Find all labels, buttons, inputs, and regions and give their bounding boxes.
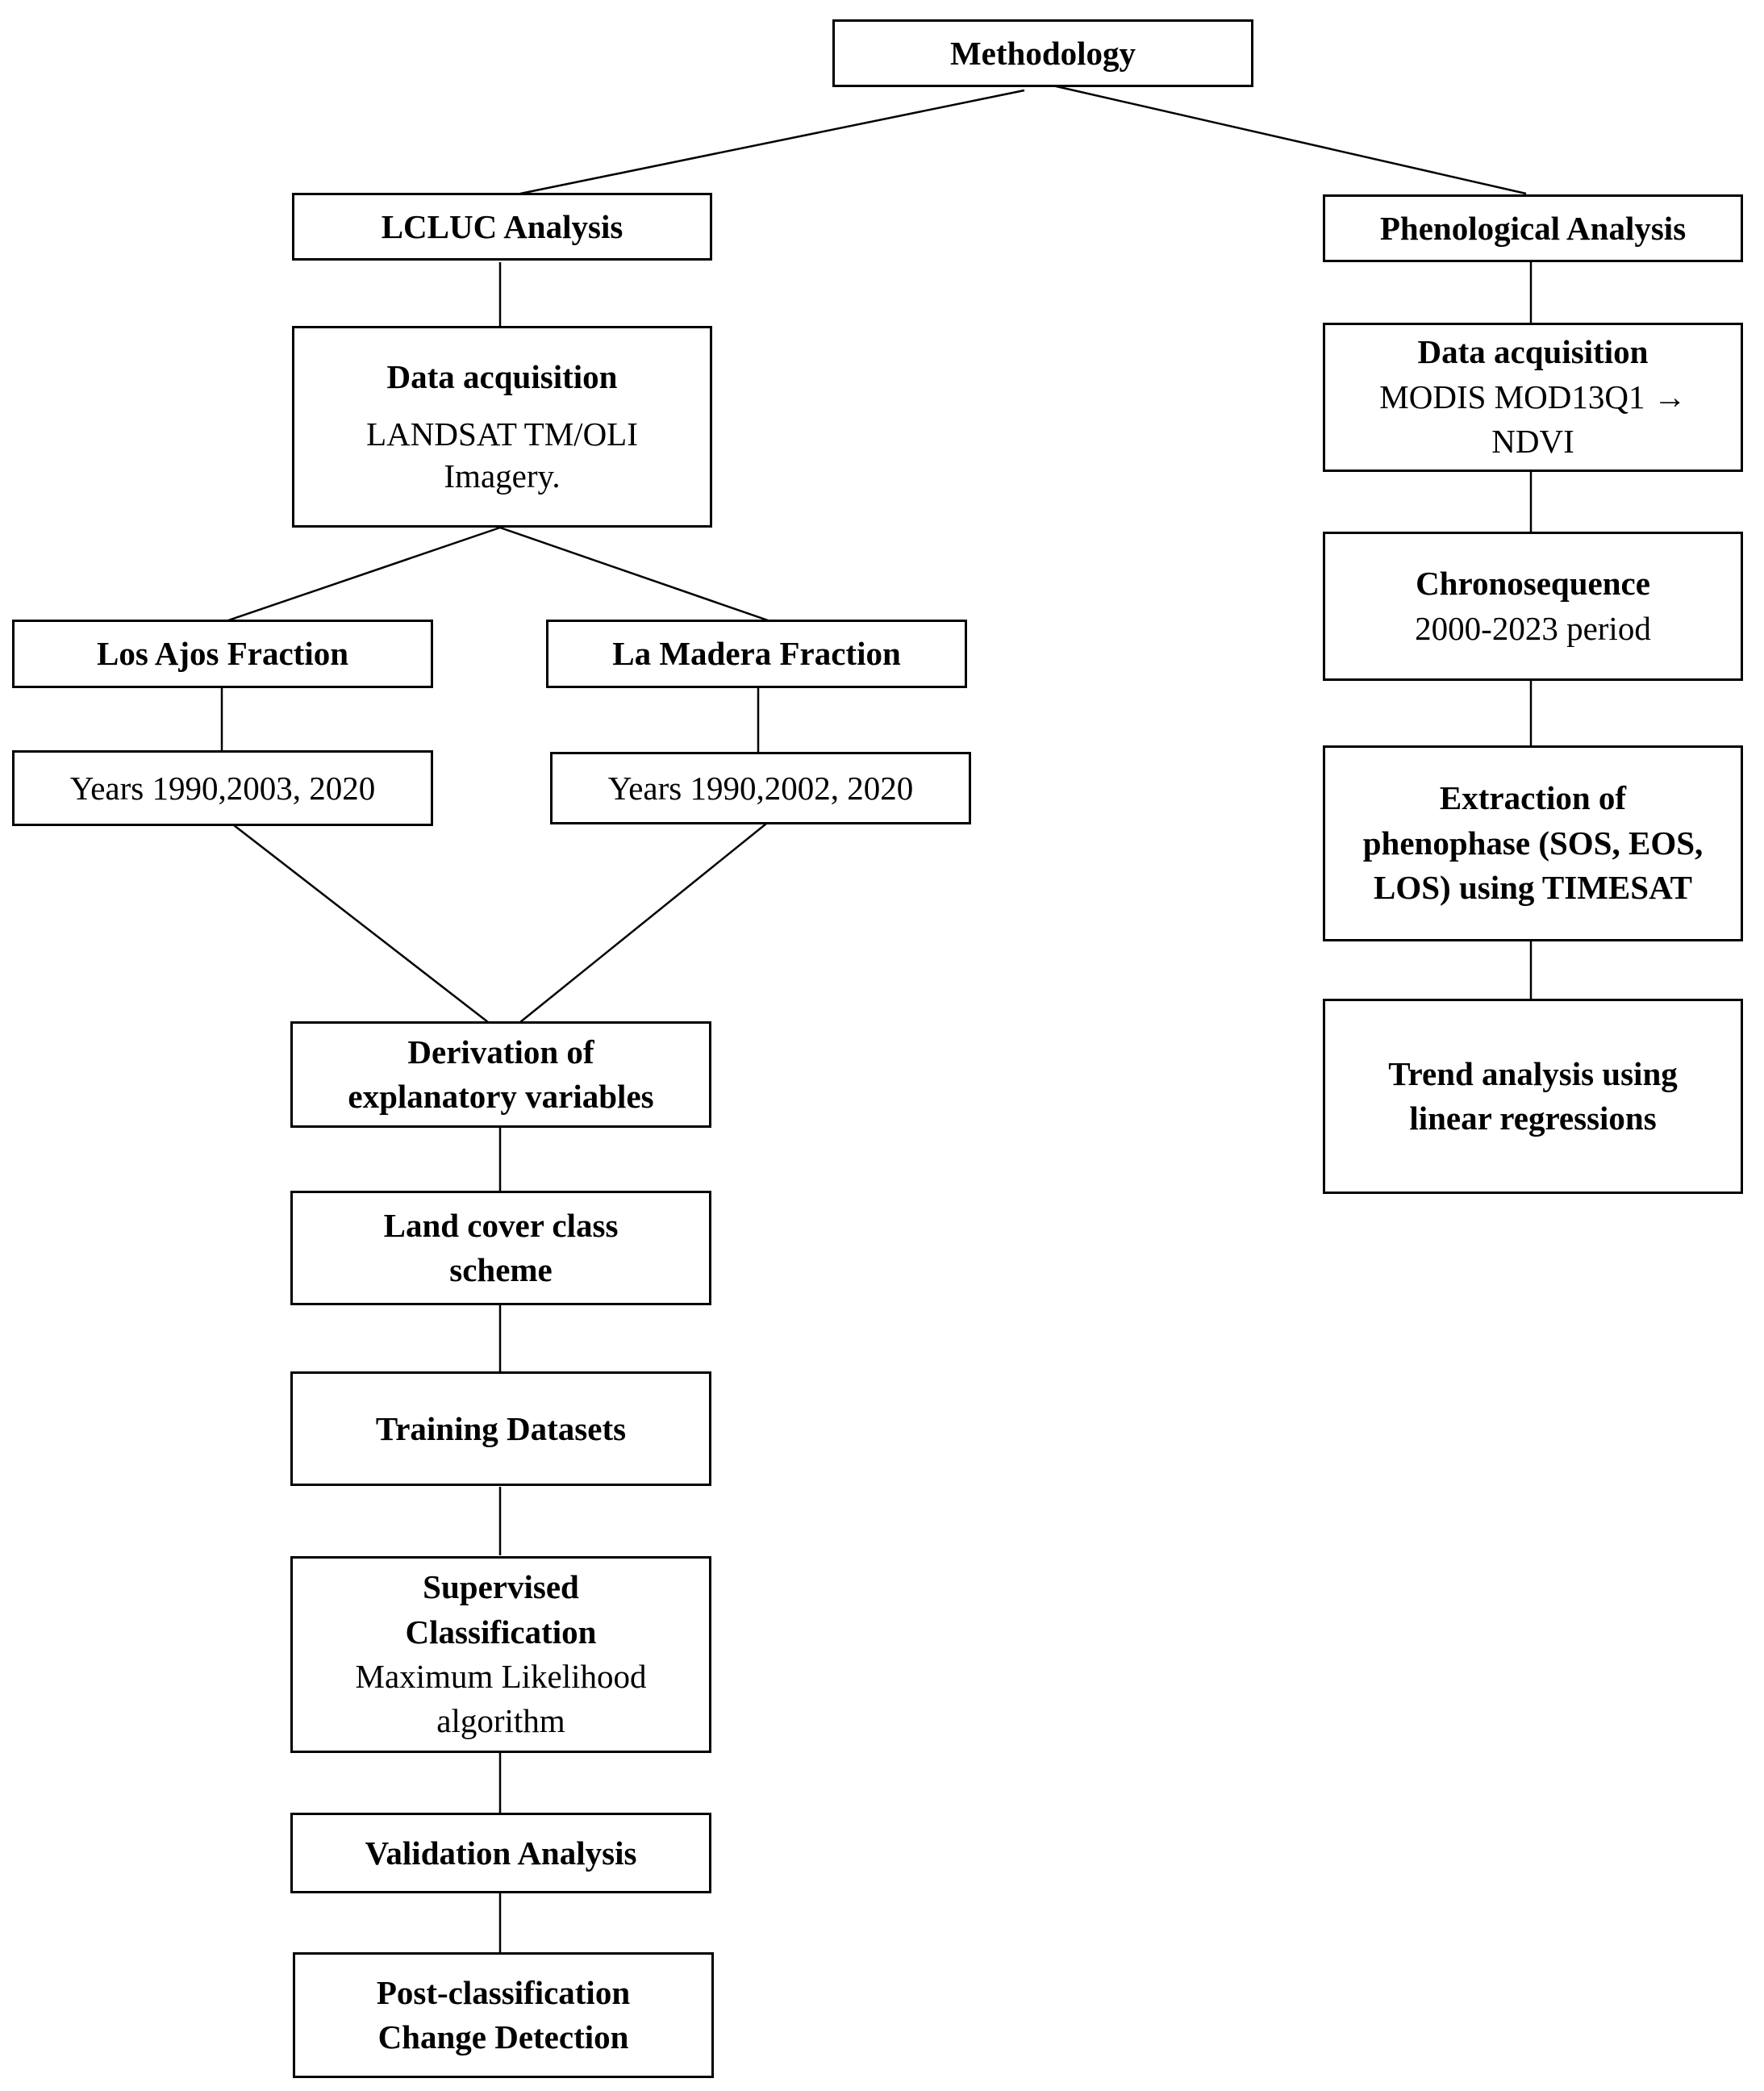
derivation-node: Derivation of explanatory variables	[290, 1021, 711, 1128]
chronosequence-title: Chronosequence	[1416, 565, 1650, 603]
supervised-line4: algorithm	[436, 1702, 565, 1740]
los-ajos-years-text: Years 1990,2003, 2020	[69, 769, 376, 807]
extraction-line1: Extraction of	[1439, 779, 1627, 817]
la-madera-years-node: Years 1990,2002, 2020	[550, 752, 971, 824]
phenological-data-acquisition-node: Data acquisition MODIS MOD13Q1 → NDVI	[1323, 323, 1743, 472]
supervised-line1: Supervised	[423, 1568, 579, 1606]
phenological-data-acquisition-line1: MODIS MOD13Q1 →	[1379, 378, 1687, 415]
chronosequence-period: 2000-2023 period	[1415, 609, 1651, 647]
la-madera-fraction-title: La Madera Fraction	[612, 635, 901, 673]
supervised-line3: Maximum Likelihood	[355, 1658, 647, 1695]
post-classification-line1: Post-classification	[376, 1973, 631, 2011]
los-ajos-fraction-node: Los Ajos Fraction	[12, 620, 433, 688]
connector-root-to-phenological	[1052, 84, 1527, 195]
trend-line2: linear regressions	[1409, 1100, 1657, 1137]
derivation-line2: explanatory variables	[348, 1078, 654, 1115]
land-cover-line1: Land cover class	[383, 1206, 619, 1244]
lcluc-data-acquisition-line1: LANDSAT TM/OLI	[366, 415, 638, 453]
methodology-node: Methodology	[832, 19, 1253, 87]
phenophase-extraction-node: Extraction of phenophase (SOS, EOS, LOS)…	[1323, 745, 1743, 941]
supervised-classification-node: Supervised Classification Maximum Likeli…	[290, 1556, 711, 1753]
derivation-line1: Derivation of	[407, 1033, 594, 1071]
connector-years-right-to-derivation	[519, 823, 767, 1023]
methodology-title: Methodology	[949, 34, 1136, 72]
land-cover-scheme-node: Land cover class scheme	[290, 1191, 711, 1305]
lcluc-data-acquisition-title: Data acquisition	[386, 358, 618, 396]
land-cover-line2: scheme	[449, 1251, 553, 1288]
validation-analysis-node: Validation Analysis	[290, 1813, 711, 1893]
extraction-line3: LOS) using TIMESAT	[1374, 869, 1692, 907]
connector-data-to-la-madera	[499, 526, 771, 623]
extraction-line2: phenophase (SOS, EOS,	[1362, 824, 1704, 862]
training-datasets-node: Training Datasets	[290, 1371, 711, 1486]
trend-line1: Trend analysis using	[1388, 1054, 1678, 1092]
lcluc-analysis-node: LCLUC Analysis	[292, 193, 712, 261]
connector-root-to-lcluc	[519, 89, 1025, 195]
los-ajos-years-node: Years 1990,2003, 2020	[12, 750, 433, 826]
la-madera-years-text: Years 1990,2002, 2020	[607, 769, 914, 807]
validation-analysis-title: Validation Analysis	[365, 1834, 637, 1872]
la-madera-fraction-node: La Madera Fraction	[546, 620, 967, 688]
phenological-analysis-node: Phenological Analysis	[1323, 194, 1743, 262]
chronosequence-node: Chronosequence 2000-2023 period	[1323, 532, 1743, 681]
los-ajos-fraction-title: Los Ajos Fraction	[96, 635, 349, 673]
connector-years-left-to-derivation	[233, 824, 489, 1023]
supervised-line2: Classification	[405, 1613, 597, 1651]
post-classification-line2: Change Detection	[377, 2018, 629, 2056]
lcluc-analysis-title: LCLUC Analysis	[381, 207, 623, 245]
post-classification-node: Post-classification Change Detection	[293, 1952, 714, 2078]
lcluc-data-acquisition-line2: Imagery.	[444, 457, 561, 495]
connector-data-to-los-ajos	[225, 526, 501, 623]
phenological-data-acquisition-title: Data acquisition	[1417, 333, 1649, 371]
phenological-analysis-title: Phenological Analysis	[1379, 209, 1687, 247]
phenological-data-acquisition-line2: NDVI	[1491, 423, 1574, 461]
lcluc-data-acquisition-node: Data acquisition LANDSAT TM/OLI Imagery.	[292, 326, 712, 528]
trend-analysis-node: Trend analysis using linear regressions	[1323, 999, 1743, 1194]
training-datasets-title: Training Datasets	[375, 1409, 627, 1447]
